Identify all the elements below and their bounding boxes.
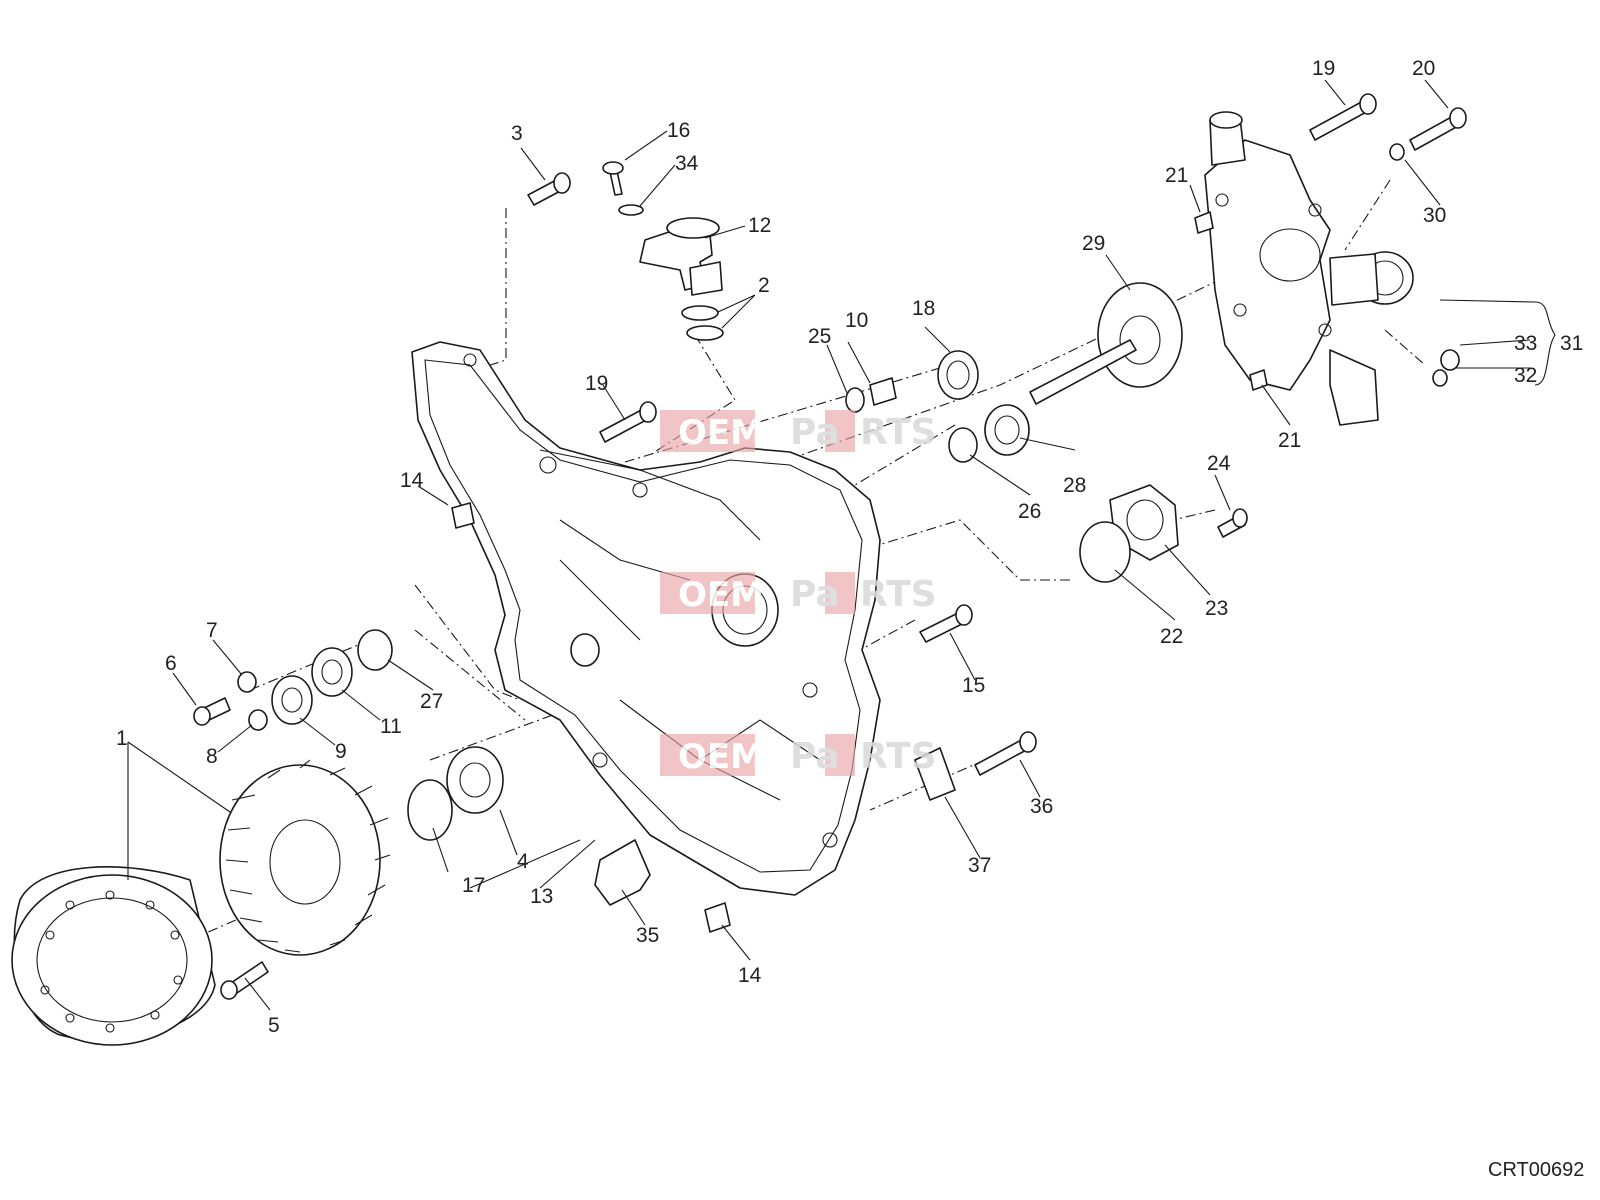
- callout-3: 3: [511, 122, 523, 145]
- callout-18: 18: [912, 297, 935, 320]
- watermark-right-text: RTS: [860, 736, 937, 777]
- rotor-flywheel: [11, 866, 216, 1046]
- callout-7: 7: [206, 619, 218, 642]
- callout-19b: 19: [1312, 57, 1335, 80]
- watermark-left-text: OEM: [678, 575, 764, 615]
- diagram-code: CRT00692: [1488, 1159, 1584, 1181]
- leader-lines: [127, 79, 1556, 1011]
- callout-6: 6: [165, 652, 177, 675]
- watermark-middle-text: Pa: [790, 574, 840, 615]
- callout-30: 30: [1423, 204, 1446, 227]
- watermark-left-text: OEM: [678, 413, 764, 453]
- watermark-middle-text: Pa: [790, 412, 840, 453]
- watermark-middle: OEM Pa RTS: [660, 572, 937, 615]
- watermark-bottom: OEM Pa RTS: [660, 734, 937, 777]
- callout-20: 20: [1412, 57, 1435, 80]
- callout-16: 16: [667, 119, 690, 142]
- callout-9: 9: [335, 740, 347, 763]
- callout-8: 8: [206, 745, 218, 768]
- watermark-right-text: RTS: [860, 412, 937, 453]
- callout-34: 34: [675, 152, 699, 175]
- callout-29: 29: [1082, 232, 1105, 255]
- small-parts: [193, 93, 1467, 1000]
- callout-19: 19: [585, 372, 608, 395]
- callout-5: 5: [268, 1014, 280, 1037]
- callout-25: 25: [808, 325, 831, 348]
- callout-10: 10: [845, 309, 868, 332]
- watermark-right-text: RTS: [860, 574, 937, 615]
- callout-15: 15: [962, 674, 985, 697]
- callout-26: 26: [1018, 500, 1041, 523]
- pickup-sensor: [639, 217, 723, 296]
- callout-12: 12: [748, 214, 771, 237]
- callout-14b: 14: [738, 964, 762, 987]
- callout-4: 4: [517, 850, 529, 873]
- callout-36: 36: [1030, 795, 1053, 818]
- callout-37: 37: [968, 854, 991, 877]
- callout-32: 32: [1514, 364, 1537, 387]
- watermark-left-text: OEM: [678, 737, 764, 777]
- callout-27: 27: [420, 690, 443, 713]
- callout-35: 35: [636, 924, 659, 947]
- stator: [219, 759, 391, 956]
- callout-11: 11: [380, 715, 402, 738]
- callout-22: 22: [1160, 625, 1183, 648]
- impeller-shaft: [1029, 282, 1183, 405]
- callout-17: 17: [462, 874, 485, 897]
- callout-14: 14: [400, 469, 424, 492]
- callout-21b: 21: [1278, 429, 1301, 452]
- water-pump-body: [1204, 111, 1414, 426]
- watermark-top: OEM Pa RTS: [660, 410, 937, 453]
- callout-2: 2: [758, 274, 770, 297]
- callout-28: 28: [1063, 474, 1086, 497]
- callout-21: 21: [1165, 164, 1188, 187]
- callout-labels: 1 2 3 4 5 6 7 8 9 10 11 12 13 14 14 15 1…: [116, 57, 1583, 1037]
- callout-31: 31: [1560, 332, 1583, 355]
- callout-33: 33: [1514, 332, 1537, 355]
- callout-1: 1: [116, 727, 128, 750]
- callout-23: 23: [1205, 597, 1228, 620]
- callout-13: 13: [530, 885, 553, 908]
- callout-24: 24: [1207, 452, 1231, 475]
- watermark-middle-text: Pa: [790, 736, 840, 777]
